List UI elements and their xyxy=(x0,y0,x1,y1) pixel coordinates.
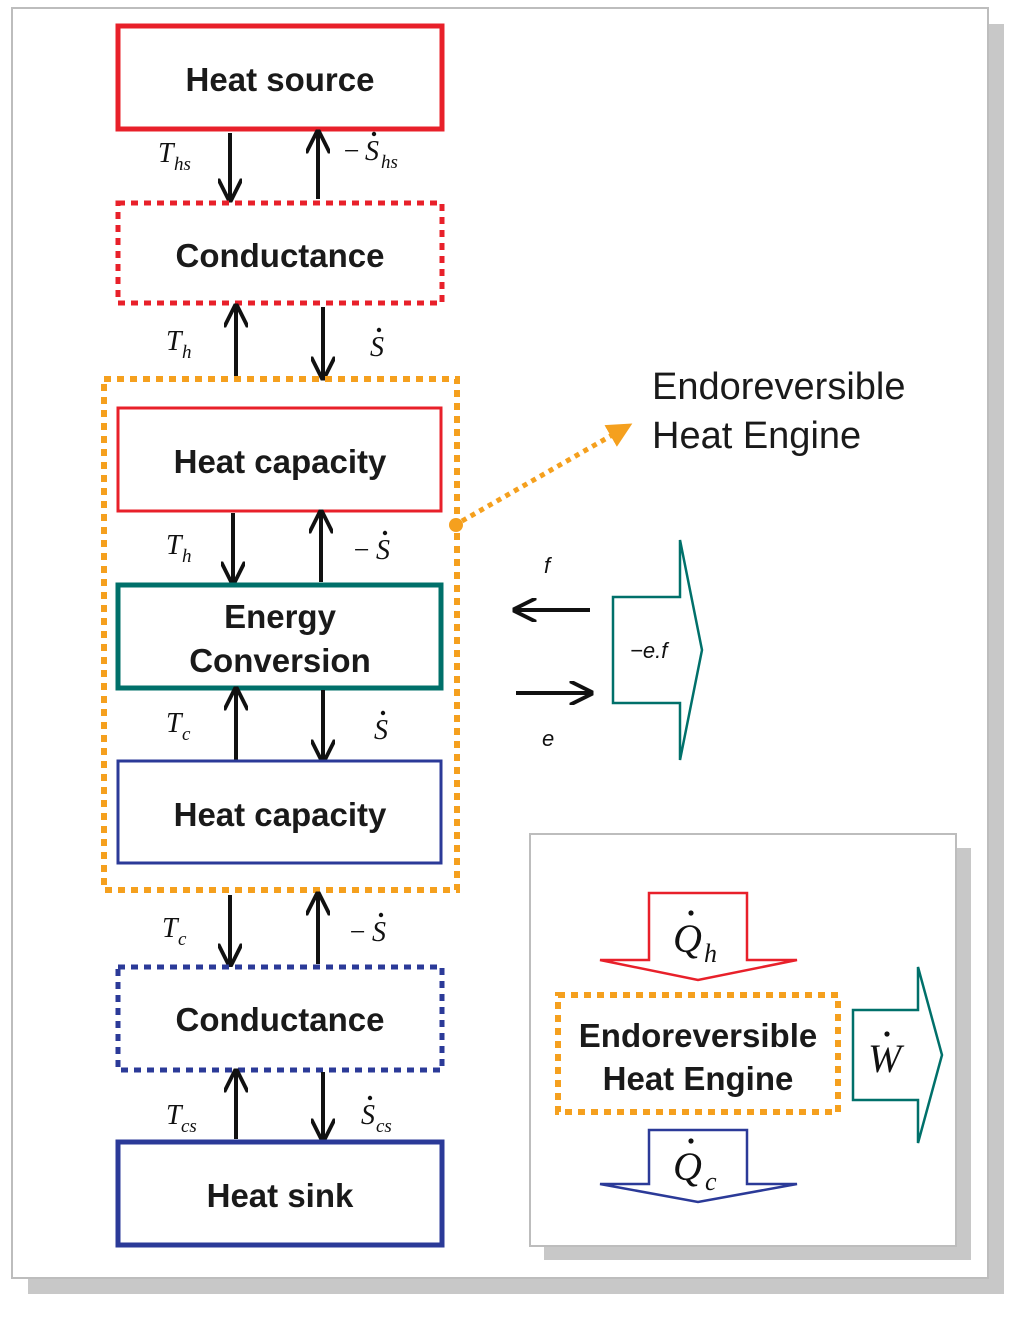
svg-text:h: h xyxy=(182,342,192,363)
heat-capacity-hot-box: Heat capacity xyxy=(116,406,443,513)
label-S-3: S xyxy=(374,710,388,746)
label-f: f xyxy=(544,553,553,578)
svg-text:c: c xyxy=(705,1167,717,1196)
annotation-pointer-dot xyxy=(449,518,463,532)
svg-text:c: c xyxy=(182,724,191,745)
conductance-cold-box: Conductance xyxy=(115,964,445,1073)
work-port-arrow: −e.f xyxy=(611,539,704,761)
inset-qh-arrow: Q h xyxy=(599,891,798,982)
label-S-1: S xyxy=(370,327,384,363)
svg-text:−: − xyxy=(352,535,371,566)
svg-text:S: S xyxy=(372,917,386,948)
svg-text:T: T xyxy=(158,138,176,169)
label-minus-S-2: − S xyxy=(352,530,390,566)
svg-text:T: T xyxy=(166,530,184,561)
svg-text:T: T xyxy=(162,913,180,944)
label-T-h-2: T h xyxy=(166,530,192,567)
inset-engine-label-1: Endoreversible xyxy=(579,1017,817,1054)
inset-qc-arrow: Q c xyxy=(599,1128,798,1204)
endoreversible-engine-boundary xyxy=(101,376,460,893)
svg-text:−: − xyxy=(342,136,361,167)
label-minus-S-hs: − S hs xyxy=(342,131,398,173)
label-e: e xyxy=(542,726,554,751)
annotation-pointer-line xyxy=(460,423,633,524)
energy-conversion-label-1: Energy xyxy=(224,598,337,635)
svg-text:c: c xyxy=(178,929,187,950)
heat-source-box: Heat source xyxy=(115,23,445,132)
svg-text:h: h xyxy=(182,546,192,567)
heat-source-label: Heat source xyxy=(186,61,375,98)
inset-engine-box: Endoreversible Heat Engine xyxy=(555,992,841,1115)
label-T-c-2: T c xyxy=(162,913,187,950)
svg-text:T: T xyxy=(166,708,184,739)
svg-text:S: S xyxy=(365,136,379,167)
svg-text:h: h xyxy=(704,939,717,968)
svg-text:hs: hs xyxy=(381,152,398,173)
inset-engine-label-2: Heat Engine xyxy=(603,1060,794,1097)
label-minus-S-4: − S xyxy=(348,912,386,948)
label-S-cs: S cs xyxy=(361,1095,392,1137)
svg-text:Q: Q xyxy=(673,916,702,961)
svg-text:S: S xyxy=(361,1100,375,1131)
svg-text:cs: cs xyxy=(376,1116,392,1137)
heat-capacity-hot-label: Heat capacity xyxy=(174,443,387,480)
conductance-hot-label: Conductance xyxy=(175,237,384,274)
svg-text:Q: Q xyxy=(673,1144,702,1189)
work-port-label: −e.f xyxy=(630,638,670,663)
heat-capacity-cold-label: Heat capacity xyxy=(174,796,387,833)
conductance-cold-label: Conductance xyxy=(175,1001,384,1038)
svg-text:W: W xyxy=(868,1036,905,1081)
energy-conversion-label-2: Conversion xyxy=(189,642,371,679)
label-T-c-1: T c xyxy=(166,708,191,745)
annotation-line-1: Endoreversible xyxy=(652,366,905,408)
energy-conversion-box: Energy Conversion xyxy=(115,582,444,691)
heat-capacity-cold-box: Heat capacity xyxy=(116,759,443,865)
svg-text:hs: hs xyxy=(174,154,191,175)
conductance-hot-box: Conductance xyxy=(115,200,445,306)
annotation-line-2: Heat Engine xyxy=(652,415,861,457)
svg-text:S: S xyxy=(374,715,388,746)
svg-text:S: S xyxy=(370,332,384,363)
svg-text:S: S xyxy=(376,535,390,566)
label-T-cs: T cs xyxy=(166,1100,197,1137)
inset-work-arrow: W xyxy=(851,966,944,1144)
label-T-hs: T hs xyxy=(158,138,191,175)
svg-text:T: T xyxy=(166,1100,184,1131)
label-T-h-1: T h xyxy=(166,326,192,363)
svg-text:T: T xyxy=(166,326,184,357)
svg-text:cs: cs xyxy=(181,1116,197,1137)
heat-sink-label: Heat sink xyxy=(207,1177,354,1214)
heat-sink-box: Heat sink xyxy=(115,1139,445,1248)
svg-text:−: − xyxy=(348,917,367,948)
